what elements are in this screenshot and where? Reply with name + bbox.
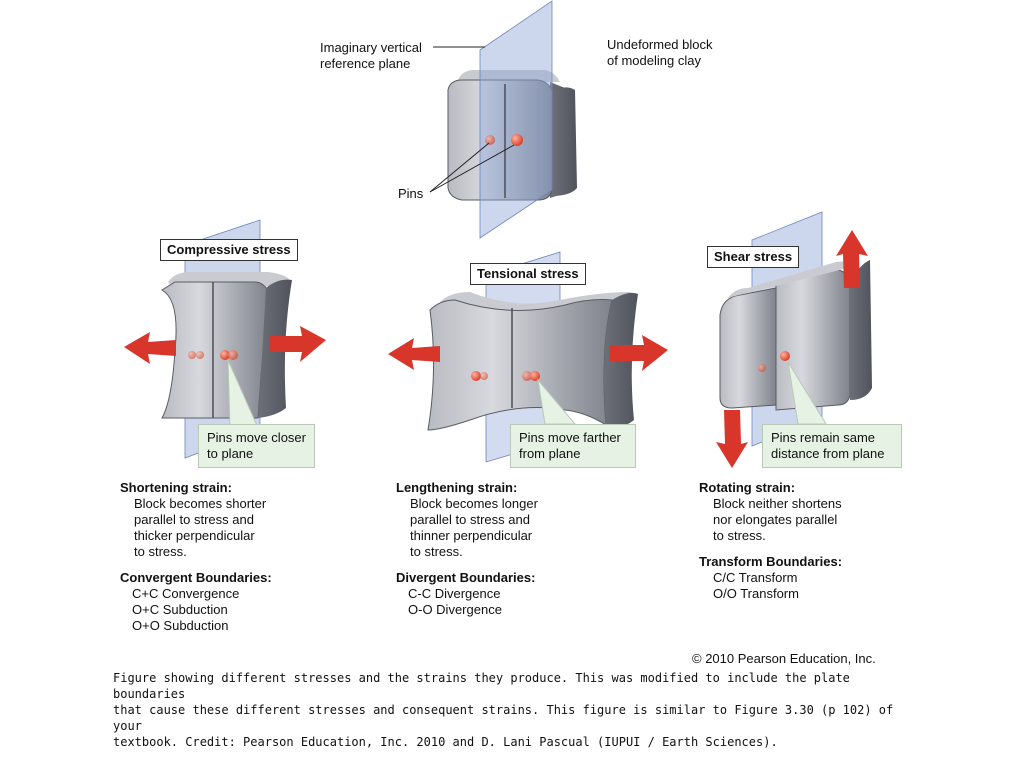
shortening-strain-heading: Shortening strain: xyxy=(120,480,232,495)
tensional-block-diagram xyxy=(388,251,668,463)
compressive-text-column: Shortening strain: Block becomes shorter… xyxy=(120,480,272,634)
boundary-item: O+C Subduction xyxy=(132,602,228,617)
strain-line: parallel to stress and xyxy=(134,512,254,527)
strain-line: nor elongates parallel xyxy=(713,512,838,527)
reference-plane-label: Imaginary vertical reference plane xyxy=(320,40,422,71)
convergent-boundaries-heading: Convergent Boundaries: xyxy=(120,570,272,585)
reference-plane-top xyxy=(479,0,553,239)
tensional-block-top xyxy=(440,292,634,312)
shear-stress-title: Shear stress xyxy=(707,246,800,268)
compressive-arrow-left xyxy=(124,332,176,364)
shear-arrow-up xyxy=(836,230,868,288)
compressive-callout: Pins move closer to plane xyxy=(198,424,315,468)
tensional-stress-title: Tensional stress xyxy=(470,263,586,285)
strain-line: thinner perpendicular xyxy=(410,528,533,543)
undeformed-block-diagram xyxy=(429,0,577,239)
compressive-arrow-right xyxy=(270,326,326,362)
strain-line: Block becomes longer xyxy=(410,496,538,511)
pins-leader-1 xyxy=(429,142,490,193)
figure-caption: Figure showing different stresses and th… xyxy=(113,671,894,749)
shear-block-diagram xyxy=(716,211,872,468)
tensional-arrow-right xyxy=(610,335,668,371)
divergent-boundaries-heading: Divergent Boundaries: xyxy=(396,570,536,585)
compressive-block-front xyxy=(161,281,269,419)
tensional-callout: Pins move farther from plane xyxy=(510,424,636,468)
pins-label: Pins xyxy=(398,186,424,201)
copyright-notice: © 2010 Pearson Education, Inc. xyxy=(692,651,876,666)
compressive-stress-title: Compressive stress xyxy=(160,239,298,261)
shear-block-right xyxy=(850,260,872,400)
shear-callout: Pins remain same distance from plane xyxy=(762,424,902,468)
rotating-strain-heading: Rotating strain: xyxy=(699,480,796,495)
boundary-item: C+C Convergence xyxy=(132,586,240,601)
transform-boundaries-heading: Transform Boundaries: xyxy=(699,554,843,569)
shear-arrow-down xyxy=(716,410,748,468)
undeformed-block-right xyxy=(552,87,577,196)
boundary-item: O+O Subduction xyxy=(132,618,229,633)
strain-line: parallel to stress and xyxy=(410,512,530,527)
pin-right xyxy=(511,134,523,146)
strain-line: to stress. xyxy=(713,528,766,543)
pin-left xyxy=(485,135,495,145)
strain-line: Block becomes shorter xyxy=(134,496,267,511)
tensional-text-column: Lengthening strain: Block becomes longer… xyxy=(396,480,538,618)
boundary-item: C-C Divergence xyxy=(408,586,501,601)
shear-block-left-front xyxy=(719,287,777,409)
boundary-item: O/O Transform xyxy=(713,586,799,601)
strain-line: Block neither shortens xyxy=(713,496,842,511)
shear-block-right-front xyxy=(775,269,851,411)
compressive-block-diagram xyxy=(124,219,326,459)
boundary-item: C/C Transform xyxy=(713,570,798,585)
pins-leader-2 xyxy=(429,144,515,193)
tensional-arrow-left xyxy=(388,338,440,370)
boundary-item: O-O Divergence xyxy=(408,602,502,617)
undeformed-block-label: Undeformed block of modeling clay xyxy=(607,37,713,68)
lengthening-strain-heading: Lengthening strain: xyxy=(396,480,518,495)
strain-line: to stress. xyxy=(134,544,187,559)
strain-line: thicker perpendicular xyxy=(134,528,255,543)
shear-block-top xyxy=(728,261,858,298)
strain-line: to stress. xyxy=(410,544,463,559)
shear-text-column: Rotating strain: Block neither shortens … xyxy=(699,480,842,602)
